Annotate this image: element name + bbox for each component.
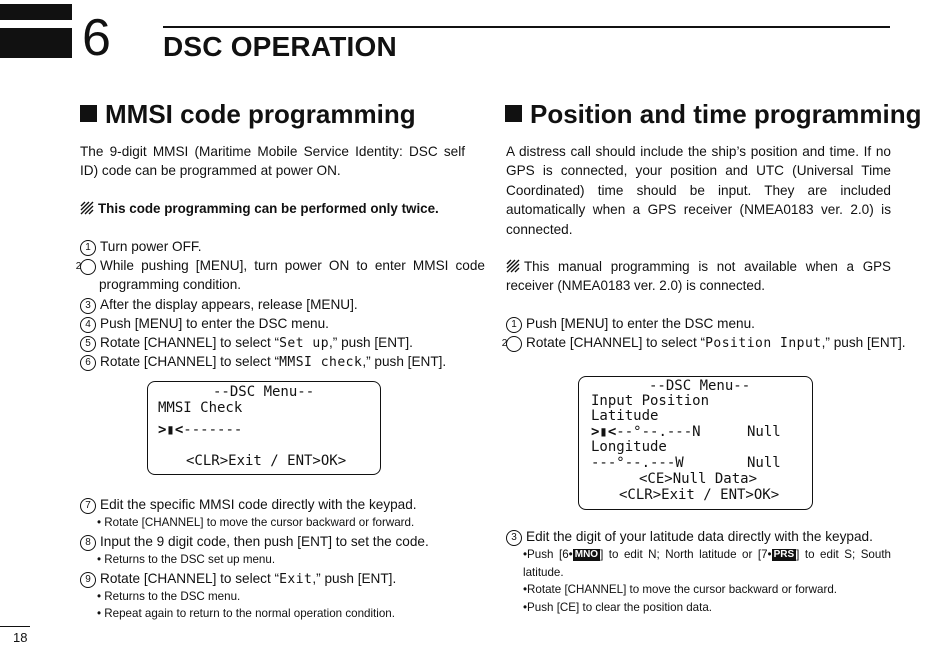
lcd-longitude-entry: ---°--.---W [591,455,684,471]
position-step-3-sub-3: •Push [CE] to clear the position data. [523,601,713,614]
mmsi-step-8-sub: • Returns to the DSC set up menu. [97,553,276,566]
lcd-latitude-null: Null [747,424,781,440]
caution-icon [80,201,94,215]
chapter-tab-top [0,4,72,20]
lcd-position-footer: <CLR>Exit / ENT>OK> [619,487,780,503]
lcd-mmsi-entry: >▮<------- [158,422,243,438]
position-heading: Position and time programming [505,99,921,129]
mmsi-step-7-sub: • Rotate [CHANNEL] to move the cursor ba… [97,516,415,529]
lcd-longitude-label: Longitude [591,439,667,455]
chapter-number: 6 [82,9,111,67]
lcd-mmsi-check: MMSI Check [158,400,243,416]
lcd-input-position: Input Position [591,393,710,409]
position-note: This manual programming is not available… [506,259,891,294]
square-bullet-icon [80,105,97,122]
mmsi-step-9-sub-1: • Returns to the DSC menu. [97,590,241,603]
square-bullet-icon [505,105,522,122]
mmsi-heading: MMSI code programming [80,99,416,129]
lcd-longitude-null: Null [747,455,781,471]
position-step-3-sub-2: •Rotate [CHANNEL] to move the cursor bac… [523,583,837,596]
page-number-rule [0,626,30,627]
lcd-latitude-entry: >▮<--°--.---N [591,424,701,440]
lcd-latitude-label: Latitude [591,408,659,424]
mmsi-step-9-sub-2: • Repeat again to return to the normal o… [97,607,395,620]
chapter-title: DSC OPERATION [163,31,397,62]
prs-key-badge: PRS [771,549,797,561]
caution-icon [506,259,520,273]
lcd-null-data: <CE>Null Data> [639,471,758,487]
header-rule [163,26,890,28]
position-lcd-display: --DSC Menu-- Input Position Latitude >▮<… [578,376,813,510]
lcd-mmsi-footer: <CLR>Exit / ENT>OK> [186,453,347,469]
position-intro: A distress call should include the ship’… [506,144,891,237]
mmsi-intro: The 9-digit MMSI (Maritime Mobile Servic… [80,144,465,179]
lcd-menu-title: --DSC Menu-- [213,384,315,400]
mmsi-note: This code programming can be performed o… [80,199,470,218]
chapter-tab [0,28,72,58]
position-step-3-sub-1: •Push [6•MNO] to edit N; North latitude … [523,548,892,579]
mno-key-badge: MNO [572,549,601,561]
mmsi-lcd-display: --DSC Menu-- MMSI Check >▮<------- <CLR>… [147,381,381,475]
page-number: 18 [13,630,28,645]
lcd-menu-title: --DSC Menu-- [649,378,751,394]
